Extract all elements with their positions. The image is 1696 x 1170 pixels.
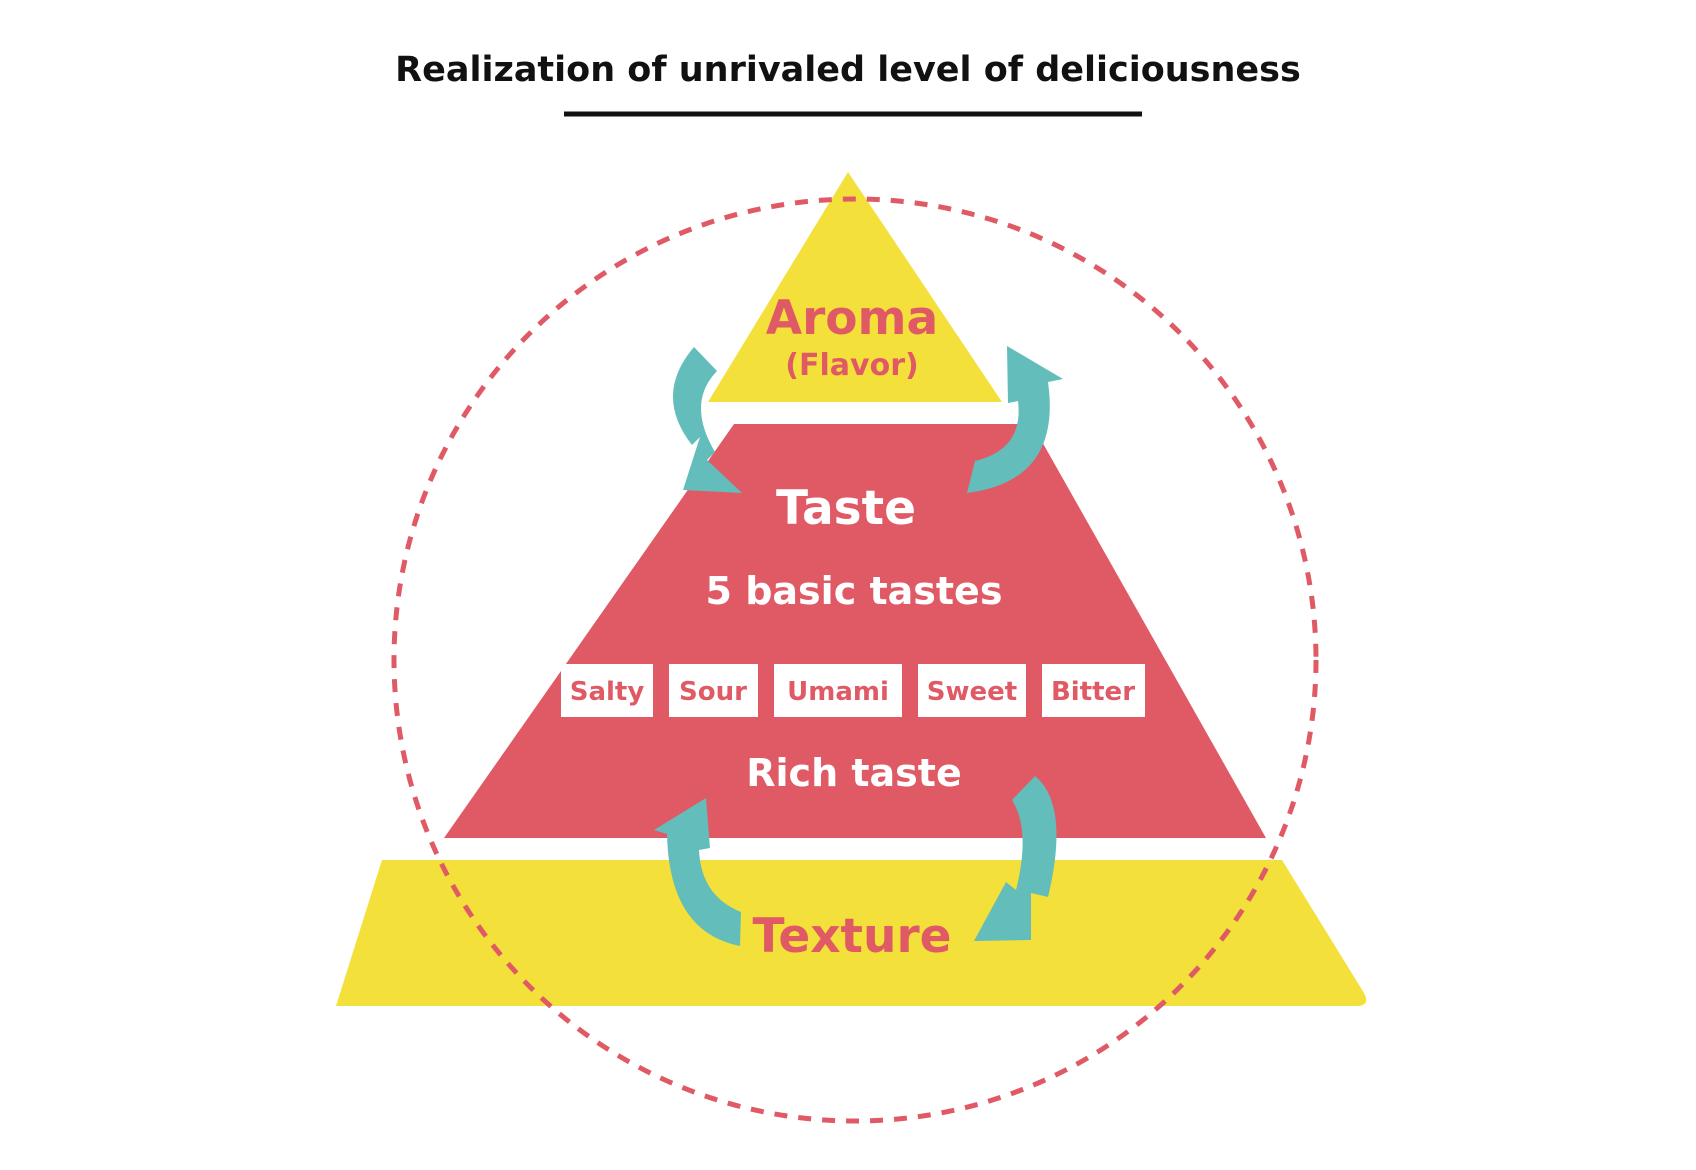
texture-tier bbox=[336, 860, 1367, 1006]
taste-chip-label: Sour bbox=[679, 677, 747, 707]
taste-chip-label: Salty bbox=[570, 677, 645, 707]
curved-arrow-icon bbox=[654, 798, 741, 946]
taste-subtitle: 5 basic tastes bbox=[706, 569, 1003, 613]
aroma-tier bbox=[708, 172, 1002, 402]
taste-chip-sour: Sour bbox=[669, 664, 758, 717]
curved-arrow-icon bbox=[672, 347, 742, 493]
rich-taste-label: Rich taste bbox=[746, 751, 961, 795]
taste-chip-label: Bitter bbox=[1051, 677, 1135, 707]
taste-chip-bitter: Bitter bbox=[1042, 664, 1145, 717]
curved-arrow-icon bbox=[967, 346, 1063, 493]
taste-chip-umami: Umami bbox=[774, 664, 902, 717]
texture-label: Texture bbox=[753, 909, 952, 964]
basic-taste-chips: Salty Sour Umami Sweet Bitter bbox=[561, 664, 1145, 717]
taste-label: Taste bbox=[776, 481, 916, 536]
curved-arrow-icon bbox=[974, 776, 1057, 941]
taste-chip-sweet: Sweet bbox=[918, 664, 1026, 717]
diagram-title: Realization of unrivaled level of delici… bbox=[395, 50, 1301, 90]
taste-chip-label: Sweet bbox=[927, 677, 1017, 707]
aroma-label: Aroma bbox=[766, 291, 939, 346]
taste-tier bbox=[444, 424, 1266, 838]
dashed-circle bbox=[391, 196, 1319, 1124]
aroma-sublabel: (Flavor) bbox=[785, 348, 918, 383]
taste-chip-label: Umami bbox=[787, 677, 889, 707]
taste-chip-salty: Salty bbox=[561, 664, 653, 717]
